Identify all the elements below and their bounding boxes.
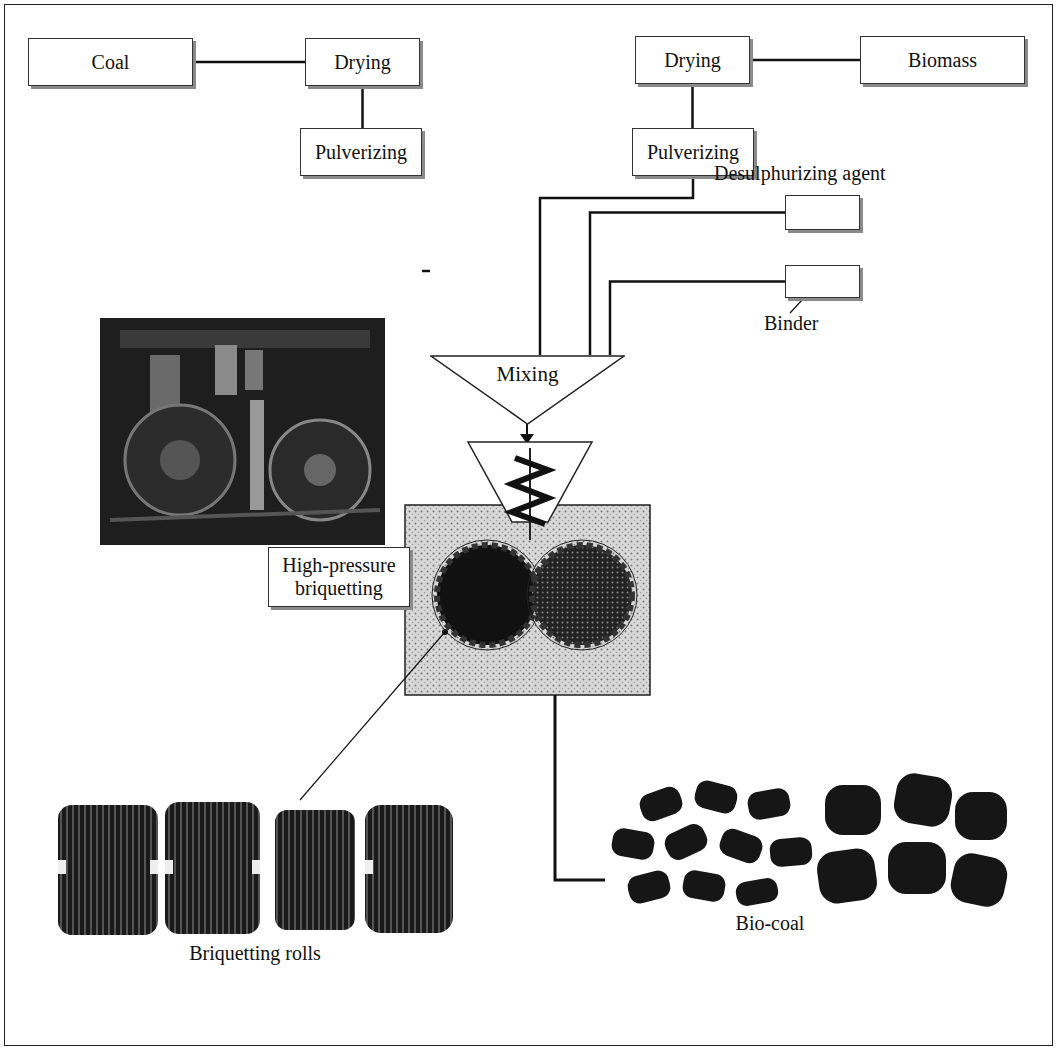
caption-label: Briquetting rolls bbox=[189, 942, 321, 965]
connector-line bbox=[422, 270, 430, 273]
connector-line bbox=[750, 59, 860, 62]
node-text: Desulphurizing agent bbox=[714, 162, 886, 185]
node-text: Drying bbox=[664, 49, 721, 72]
process-box: Pulverizing bbox=[300, 128, 422, 176]
node-text: Coal bbox=[92, 51, 130, 74]
connector-line bbox=[361, 86, 364, 128]
node-text: High-pressure briquetting bbox=[275, 554, 403, 600]
connector-line bbox=[590, 213, 785, 356]
node-text: Biomass bbox=[908, 49, 977, 72]
process-box: Coal bbox=[28, 38, 193, 86]
node-text: Pulverizing bbox=[315, 141, 407, 164]
node-text: Binder bbox=[764, 312, 818, 335]
process-box: Biomass bbox=[860, 36, 1025, 84]
node-text: Drying bbox=[334, 51, 391, 74]
machine-photo bbox=[100, 318, 385, 545]
leader-line bbox=[300, 632, 445, 800]
connector-line bbox=[193, 61, 305, 64]
bio-coal-picture bbox=[610, 771, 1011, 911]
briquetting-machine bbox=[405, 442, 650, 695]
node-text: Mixing bbox=[430, 355, 625, 386]
process-box: Drying bbox=[635, 36, 750, 84]
briquetting-rolls-picture bbox=[58, 802, 453, 935]
connector-line bbox=[610, 282, 785, 356]
connector-line bbox=[691, 84, 694, 128]
process-box: Drying bbox=[305, 38, 420, 86]
process-box: Binder bbox=[785, 265, 860, 298]
caption-label: Bio-coal bbox=[736, 912, 805, 935]
mixing-triangle: Mixing bbox=[430, 355, 625, 425]
process-box: High-pressure briquetting bbox=[268, 547, 410, 607]
output-line bbox=[555, 695, 605, 880]
node-text: Pulverizing bbox=[647, 141, 739, 164]
leader-line bbox=[790, 299, 803, 313]
connector-line bbox=[540, 176, 693, 355]
process-box: Desulphurizing agent bbox=[785, 195, 860, 230]
